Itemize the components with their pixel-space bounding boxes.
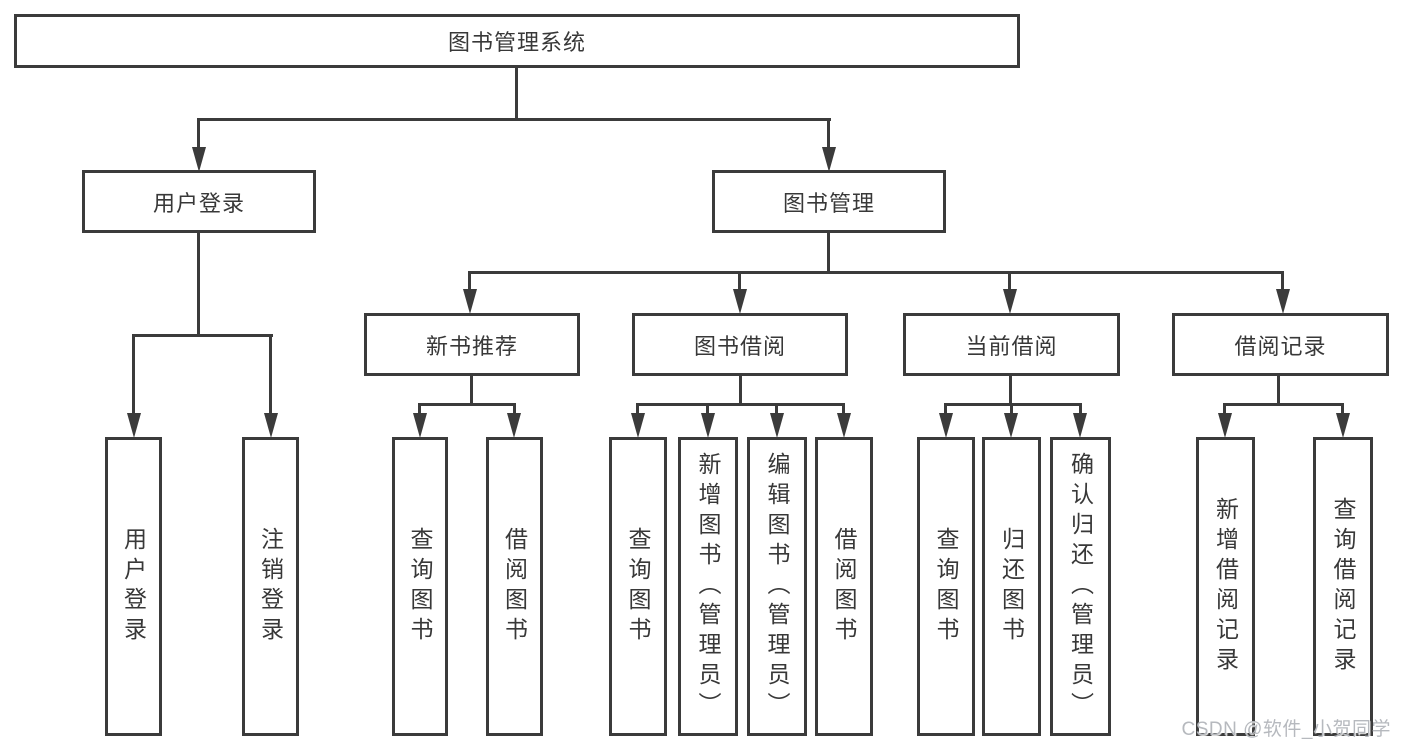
arrow-down-icon	[127, 413, 141, 438]
connector-to-br-query	[1341, 403, 1344, 417]
connector-book-mgmt-stem	[827, 231, 830, 274]
arrow-down-icon	[701, 413, 715, 438]
node-cb-return-books: 归还图书	[982, 437, 1041, 736]
connector-to-current-borrowing	[1008, 271, 1011, 291]
node-br-add-record: 新增借阅记录	[1196, 437, 1255, 736]
connector-to-nbr-borrow	[513, 403, 516, 417]
arrow-down-icon	[631, 413, 645, 438]
connector-bb-branch	[636, 403, 844, 406]
node-cb-query-books: 查询图书	[917, 437, 975, 736]
arrow-down-icon	[413, 413, 427, 438]
connector-br-branch	[1223, 403, 1343, 406]
connector-to-borrowing-records	[1281, 271, 1284, 291]
node-br-query-record: 查询借阅记录	[1313, 437, 1373, 736]
arrow-down-icon	[733, 289, 747, 314]
connector-user-login-stem	[197, 231, 200, 337]
connector-to-bb-add	[706, 403, 709, 417]
node-nbr-query-books: 查询图书	[392, 437, 448, 736]
connector-to-new-book-recommend	[468, 271, 471, 291]
node-ul-logout: 注销登录	[242, 437, 299, 736]
connector-to-book-management	[827, 118, 830, 150]
connector-br-stem	[1277, 374, 1280, 406]
arrow-down-icon	[770, 413, 784, 438]
connector-to-cb-confirm	[1079, 403, 1082, 417]
arrow-down-icon	[1003, 289, 1017, 314]
node-book-borrowing: 图书借阅	[632, 313, 848, 376]
arrow-down-icon	[507, 413, 521, 438]
connector-cb-stem	[1009, 374, 1012, 406]
node-new-book-recommend: 新书推荐	[364, 313, 580, 376]
arrow-down-icon	[1276, 289, 1290, 314]
node-user-login: 用户登录	[82, 170, 316, 233]
connector-nbr-stem	[470, 374, 473, 406]
node-library-management-system: 图书管理系统	[14, 14, 1020, 68]
connector-to-bb-edit	[775, 403, 778, 417]
connector-to-login-leaf	[132, 334, 135, 418]
node-book-management: 图书管理	[712, 170, 946, 233]
connector-to-br-add	[1223, 403, 1226, 417]
arrow-down-icon	[463, 289, 477, 314]
connector-to-cb-return	[1010, 403, 1013, 417]
arrow-down-icon	[1218, 413, 1232, 438]
connector-to-user-login	[197, 118, 200, 150]
csdn-watermark: CSDN @软件_小贺同学	[1181, 719, 1391, 740]
connector-to-cb-query	[944, 403, 947, 417]
arrow-down-icon	[822, 147, 836, 172]
arrow-down-icon	[837, 413, 851, 438]
connector-to-bb-query	[636, 403, 639, 417]
node-bb-query-books: 查询图书	[609, 437, 667, 736]
node-ul-user-login: 用户登录	[105, 437, 162, 736]
arrow-down-icon	[192, 147, 206, 172]
connector-to-bb-borrow	[842, 403, 845, 417]
arrow-down-icon	[939, 413, 953, 438]
arrow-down-icon	[1004, 413, 1018, 438]
node-borrowing-records: 借阅记录	[1172, 313, 1389, 376]
connector-to-book-borrowing	[738, 271, 741, 291]
arrow-down-icon	[264, 413, 278, 438]
node-bb-add-books-admin: 新增图书（管理员）	[678, 437, 738, 736]
connector-user-login-branch	[132, 334, 273, 337]
node-bb-edit-books-admin: 编辑图书（管理员）	[747, 437, 807, 736]
node-current-borrowing: 当前借阅	[903, 313, 1120, 376]
connector-to-logout-leaf	[269, 334, 272, 418]
node-nbr-borrow-books: 借阅图书	[486, 437, 543, 736]
node-cb-confirm-return-admin: 确认归还（管理员）	[1050, 437, 1111, 736]
connector-bb-stem	[739, 374, 742, 406]
connector-to-nbr-query	[418, 403, 421, 417]
connector-root-stem	[515, 66, 518, 120]
arrow-down-icon	[1336, 413, 1350, 438]
connector-root-branch	[197, 118, 831, 121]
node-bb-borrow-books: 借阅图书	[815, 437, 873, 736]
connector-book-mgmt-branch	[468, 271, 1284, 274]
arrow-down-icon	[1073, 413, 1087, 438]
connector-nbr-branch	[418, 403, 516, 406]
